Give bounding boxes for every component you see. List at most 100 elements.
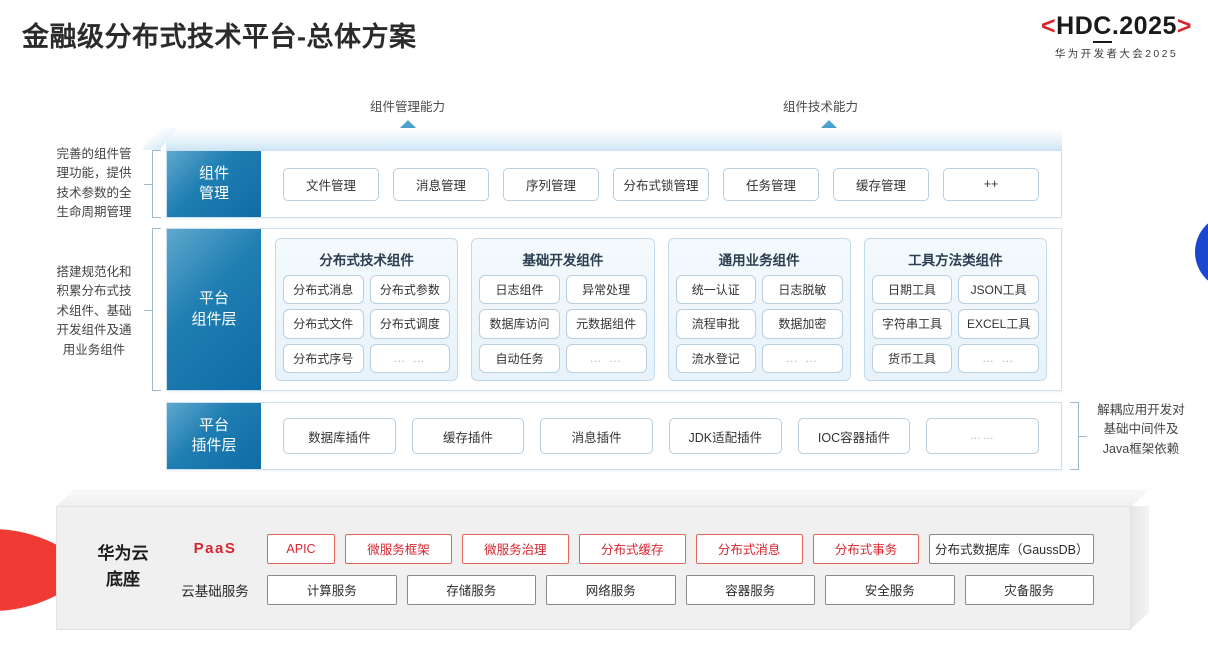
pill-automatic-task[interactable]: 自动任务 xyxy=(479,343,560,373)
layer-platform-plugin: 平台 插件层 数据库插件 缓存插件 消息插件 JDK适配插件 IOC容器插件 …… xyxy=(166,402,1062,470)
component-group-basic-dev: 基础开发组件 日志组件 异常处理 数据库访问 元数据组件 自动任务 … … xyxy=(471,238,655,381)
chip-disaster-recovery-service[interactable]: 灾备服务 xyxy=(964,574,1094,605)
pill-distributed-file[interactable]: 分布式文件 xyxy=(283,309,364,339)
base-rows: PaaS APIC 微服务框架 微服务治理 分布式缓存 分布式消息 分布式事务 … xyxy=(173,533,1095,605)
component-group-distributed-tech: 分布式技术组件 分布式消息 分布式参数 分布式文件 分布式调度 分布式序号 … … xyxy=(275,238,459,381)
base-row-cloud-infra: 云基础服务 计算服务 存储服务 网络服务 容器服务 安全服务 灾备服务 xyxy=(173,574,1094,605)
pill-database-plugin[interactable]: 数据库插件 xyxy=(283,418,396,454)
base-row-paas: PaaS APIC 微服务框架 微服务治理 分布式缓存 分布式消息 分布式事务 … xyxy=(173,533,1095,564)
pill-exception-handling[interactable]: 异常处理 xyxy=(565,275,647,305)
pill-more-distributed-tech[interactable]: … … xyxy=(369,343,451,373)
chip-storage-service[interactable]: 存储服务 xyxy=(406,574,536,605)
pill-currency-tool[interactable]: 货币工具 xyxy=(871,343,953,373)
row-items-paas: APIC 微服务框架 微服务治理 分布式缓存 分布式消息 分布式事务 分布式数据… xyxy=(267,533,1095,564)
annotation-component-layer: 搭建规范化和 积累分布式技 术组件、基础 开发组件及通 用业务组件 xyxy=(56,265,132,357)
pill-distributed-message[interactable]: 分布式消息 xyxy=(283,275,364,305)
layer-body-component-management: 文件管理 消息管理 序列管理 分布式锁管理 任务管理 缓存管理 ++ xyxy=(261,151,1061,217)
layer-platform-component: 平台 组件层 分布式技术组件 分布式消息 分布式参数 分布式文件 分布式调度 分… xyxy=(166,228,1062,391)
pill-jdk-adapter-plugin[interactable]: JDK适配插件 xyxy=(669,418,782,454)
base-front-face: 华为云 底座 PaaS APIC 微服务框架 微服务治理 分布式缓存 分布式消息… xyxy=(56,506,1131,630)
pill-more-general-business[interactable]: … … xyxy=(762,343,843,373)
component-group-tool-methods: 工具方法类组件 日期工具 JSON工具 字符串工具 EXCEL工具 货币工具 …… xyxy=(863,238,1047,381)
pill-message-management[interactable]: 消息管理 xyxy=(393,167,489,201)
arrow-label-component-technology: 组件技术能力 xyxy=(783,100,859,114)
chip-microservice-framework[interactable]: 微服务框架 xyxy=(345,533,452,564)
group-title-basic-dev: 基础开发组件 xyxy=(522,253,604,268)
group-grid-general-business: 统一认证 日志脱敏 流程审批 数据加密 流水登记 … … xyxy=(675,275,843,373)
pill-file-management[interactable]: 文件管理 xyxy=(283,167,379,201)
bracket-left-manage xyxy=(144,150,161,218)
base-top-face xyxy=(56,489,1149,507)
pill-more-tool-methods[interactable]: … … xyxy=(958,343,1039,373)
row-tag-paas: PaaS xyxy=(193,540,237,557)
group-title-distributed-tech: 分布式技术组件 xyxy=(319,253,414,268)
layer-tab-platform-component: 平台 组件层 xyxy=(167,229,261,390)
pill-string-tool[interactable]: 字符串工具 xyxy=(871,309,953,339)
bracket-right-plugin xyxy=(1070,402,1087,470)
component-group-general-business: 通用业务组件 统一认证 日志脱敏 流程审批 数据加密 流水登记 … … xyxy=(667,238,851,381)
hdc-logo: <HDC.2025> 华为开发者大会2025 xyxy=(1041,12,1192,61)
pill-message-plugin[interactable]: 消息插件 xyxy=(540,418,654,454)
hdc-logo-text: <HDC.2025> xyxy=(1041,12,1192,43)
chip-apic[interactable]: APIC xyxy=(267,533,335,564)
pill-excel-tool[interactable]: EXCEL工具 xyxy=(958,309,1039,339)
group-title-general-business: 通用业务组件 xyxy=(718,253,800,268)
group-grid-basic-dev: 日志组件 异常处理 数据库访问 元数据组件 自动任务 … … xyxy=(479,275,647,373)
row-tag-cloud-infra: 云基础服务 xyxy=(181,583,249,599)
pill-sequence-management[interactable]: 序列管理 xyxy=(503,167,599,201)
pill-metadata-component[interactable]: 元数据组件 xyxy=(565,309,647,339)
pill-date-tool[interactable]: 日期工具 xyxy=(871,275,953,305)
pill-distributed-parameter[interactable]: 分布式参数 xyxy=(369,275,451,305)
chip-compute-service[interactable]: 计算服务 xyxy=(267,574,397,605)
pill-more-basic-dev[interactable]: … … xyxy=(565,343,647,373)
pill-data-encryption[interactable]: 数据加密 xyxy=(762,309,843,339)
pill-json-tool[interactable]: JSON工具 xyxy=(958,275,1039,305)
pill-distributed-scheduling[interactable]: 分布式调度 xyxy=(369,309,451,339)
group-grid-distributed-tech: 分布式消息 分布式参数 分布式文件 分布式调度 分布式序号 … … xyxy=(283,275,451,373)
annotation-component-management: 完善的组件管 理功能，提供 技术参数的全 生命周期管理 xyxy=(56,147,132,220)
pill-ioc-container-plugin[interactable]: IOC容器插件 xyxy=(797,418,911,454)
group-grid-tool-methods: 日期工具 JSON工具 字符串工具 EXCEL工具 货币工具 … … xyxy=(871,275,1039,373)
pill-log-desensitization[interactable]: 日志脱敏 xyxy=(762,275,843,305)
pill-more-plugins[interactable]: …… xyxy=(926,418,1040,454)
decorative-blue-circle xyxy=(1195,214,1208,290)
base-side-face xyxy=(1130,506,1149,630)
layer-tab-platform-plugin: 平台 插件层 xyxy=(167,403,261,469)
hdc-logo-subtitle: 华为开发者大会2025 xyxy=(1054,48,1179,60)
huawei-cloud-base: 华为云 底座 PaaS APIC 微服务框架 微服务治理 分布式缓存 分布式消息… xyxy=(56,489,1149,630)
bracket-left-component xyxy=(144,228,161,391)
pill-add-more[interactable]: ++ xyxy=(943,167,1039,201)
hdc-text-after: .2025 xyxy=(1111,12,1177,40)
chip-microservice-governance[interactable]: 微服务治理 xyxy=(461,533,569,564)
page-title: 金融级分布式技术平台-总体方案 xyxy=(22,22,417,52)
group-title-tool-methods: 工具方法类组件 xyxy=(908,253,1003,268)
pill-unified-authentication[interactable]: 统一认证 xyxy=(675,275,757,305)
row-items-cloud-infra: 计算服务 存储服务 网络服务 容器服务 安全服务 灾备服务 xyxy=(267,574,1094,605)
hdc-text-before: HD xyxy=(1056,12,1094,40)
base-label: 华为云 底座 xyxy=(97,544,149,590)
chip-container-service[interactable]: 容器服务 xyxy=(685,574,815,605)
pill-task-management[interactable]: 任务管理 xyxy=(723,167,819,201)
pill-log-component[interactable]: 日志组件 xyxy=(479,275,560,305)
pill-distributed-lock-management[interactable]: 分布式锁管理 xyxy=(613,167,709,201)
pill-transaction-registration[interactable]: 流水登记 xyxy=(675,343,757,373)
layer-body-platform-plugin: 数据库插件 缓存插件 消息插件 JDK适配插件 IOC容器插件 …… xyxy=(261,403,1061,469)
chip-distributed-message[interactable]: 分布式消息 xyxy=(695,533,803,564)
angle-bracket-left-icon: < xyxy=(1041,12,1057,40)
chip-security-service[interactable]: 安全服务 xyxy=(825,574,955,605)
layer-body-platform-component: 分布式技术组件 分布式消息 分布式参数 分布式文件 分布式调度 分布式序号 … … xyxy=(261,229,1061,390)
hdc-text-underlined: C xyxy=(1093,12,1112,43)
angle-bracket-right-icon: > xyxy=(1176,12,1192,40)
chip-network-service[interactable]: 网络服务 xyxy=(546,574,676,605)
chip-distributed-transaction[interactable]: 分布式事务 xyxy=(812,533,920,564)
layer-tab-component-management: 组件 管理 xyxy=(167,151,261,217)
pill-distributed-sequence[interactable]: 分布式序号 xyxy=(283,343,364,373)
pill-database-access[interactable]: 数据库访问 xyxy=(479,309,560,339)
chip-distributed-cache[interactable]: 分布式缓存 xyxy=(578,533,686,564)
pill-cache-management[interactable]: 缓存管理 xyxy=(833,167,929,201)
pill-process-approval[interactable]: 流程审批 xyxy=(675,309,757,339)
arrow-label-component-management: 组件管理能力 xyxy=(370,100,446,114)
pill-cache-plugin[interactable]: 缓存插件 xyxy=(411,418,525,454)
chip-distributed-database-gaussdb[interactable]: 分布式数据库（GaussDB） xyxy=(929,533,1095,564)
